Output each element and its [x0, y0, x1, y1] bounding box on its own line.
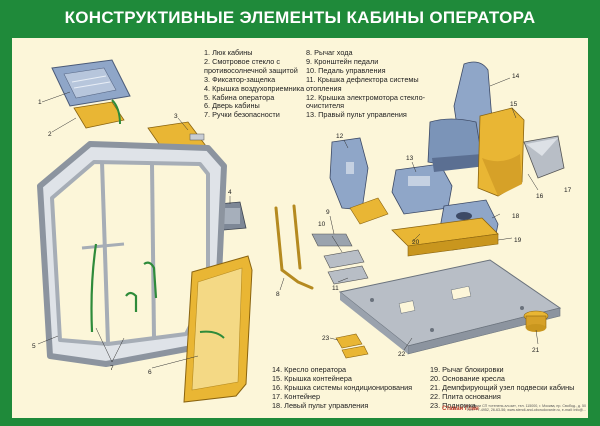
callout-9: 9 — [326, 209, 330, 216]
publisher-logo: Ставан Глав — [442, 406, 479, 412]
legend-item: 11. Крышка дефлектора системы — [306, 74, 419, 84]
legend-item: 9. Кронштейн педали — [306, 56, 379, 66]
legend-item: 18. Левый пульт управления — [272, 400, 369, 410]
legend-item: 6. Дверь кабины — [204, 101, 260, 111]
callout-8: 8 — [276, 291, 280, 298]
legend-item: 20. Основание кресла — [430, 373, 505, 383]
part-cab-door — [183, 255, 253, 403]
callout-5: 5 — [32, 343, 36, 350]
part-pedals — [311, 233, 369, 285]
part-safety-handles — [90, 243, 158, 333]
part-container — [523, 135, 565, 179]
legend-item: 23. Подножка — [430, 400, 476, 410]
callout-22: 22 — [398, 351, 406, 358]
legend-item: 1. Люк кабины — [204, 48, 253, 57]
legend-item: 12. Крышка электромотора стекло- — [306, 92, 426, 102]
part-sunshade-glass — [73, 99, 125, 129]
page-title: КОНСТРУКТИВНЫЕ ЭЛЕМЕНТЫ КАБИНЫ ОПЕРАТОРА — [64, 8, 536, 27]
part-step — [335, 333, 369, 359]
legend-item: 15. Крышка контейнера — [272, 373, 352, 383]
part-travel-lever — [274, 204, 314, 290]
diagram-panel: 1 2 3 4 5 6 7 8 9 10 11 12 13 14 15 16 1… — [12, 38, 588, 418]
part-seat-base — [391, 217, 499, 257]
publisher-footer: Обладатели СП «степень ал.ом», тел. 1150… — [436, 404, 586, 413]
legend-column-c: 14. Кресло оператора 15. Крышка контейне… — [272, 365, 413, 411]
legend-item: отопления — [306, 83, 342, 93]
legend-item: 10. Педаль управления — [306, 65, 386, 75]
callout-17: 17 — [564, 187, 572, 194]
callout-4: 4 — [228, 189, 232, 196]
callout-19: 19 — [514, 237, 522, 244]
footer-line: Тел.: +7-4952, 26-63-56; www.stendi-and-… — [466, 408, 586, 413]
legend-item: 7. Ручки безопасности — [204, 110, 280, 120]
legend-item: 14. Кресло оператора — [272, 365, 347, 374]
legend-item: противосолнечной защитой — [204, 65, 298, 75]
part-damper — [523, 310, 549, 332]
legend-item: 17. Контейнер — [272, 391, 321, 401]
legend-column-b: 8. Рычаг хода 9. Кронштейн педали 10. Пе… — [306, 48, 426, 120]
legend-item: 19. Рычаг блокировки — [430, 365, 504, 374]
legend-item: 21. Демпфирующий узел подвески кабины — [430, 382, 575, 392]
leader-lines — [37, 77, 539, 369]
callout-23: 23 — [322, 335, 330, 342]
callout-1: 1 — [38, 99, 42, 106]
exploded-view-illustration: 1 2 3 4 5 6 7 8 9 10 11 12 13 14 15 16 1… — [32, 59, 572, 403]
callout-18: 18 — [512, 213, 520, 220]
callout-numbers: 1 2 3 4 5 6 7 8 9 10 11 12 13 14 15 16 1… — [32, 73, 572, 376]
callout-7: 7 — [110, 365, 114, 372]
callout-21: 21 — [532, 347, 540, 354]
callout-6: 6 — [148, 369, 152, 376]
part-container-covers — [477, 107, 525, 197]
callout-11: 11 — [332, 285, 339, 292]
callout-10: 10 — [318, 221, 326, 228]
legend-item: 13. Правый пульт управления — [306, 110, 407, 120]
footer-line: Обладатели СП «степень ал.ом», тел. 1150… — [460, 404, 586, 408]
callout-15: 15 — [510, 101, 518, 108]
legend-column-d: 19. Рычаг блокировки 20. Основание кресл… — [430, 365, 575, 411]
callout-16: 16 — [536, 193, 544, 200]
callout-13: 13 — [406, 155, 414, 162]
legend-item: 4. Крышка воздухоприемника — [204, 83, 305, 93]
legend-item: 8. Рычаг хода — [306, 48, 353, 57]
legend-item: очистителя — [306, 101, 345, 111]
legend-item: 2. Смотровое стекло с — [204, 56, 281, 66]
callout-20: 20 — [412, 239, 420, 246]
callout-2: 2 — [48, 131, 52, 138]
legend-item: 22. Плита основания — [430, 391, 501, 401]
legend-column-a: 1. Люк кабины 2. Смотровое стекло с прот… — [204, 48, 305, 120]
legend-item: 3. Фиксатор-защелка — [204, 74, 276, 84]
legend-item: 5. Кабина оператора — [204, 92, 275, 102]
part-base-plate — [338, 259, 562, 355]
legend-item: 16. Крышка системы кондиционирования — [272, 382, 413, 392]
part-hatch — [51, 59, 131, 107]
part-wiper-motor-cover — [329, 137, 389, 225]
callout-14: 14 — [512, 73, 520, 80]
callout-3: 3 — [174, 113, 178, 120]
callout-12: 12 — [336, 133, 344, 140]
